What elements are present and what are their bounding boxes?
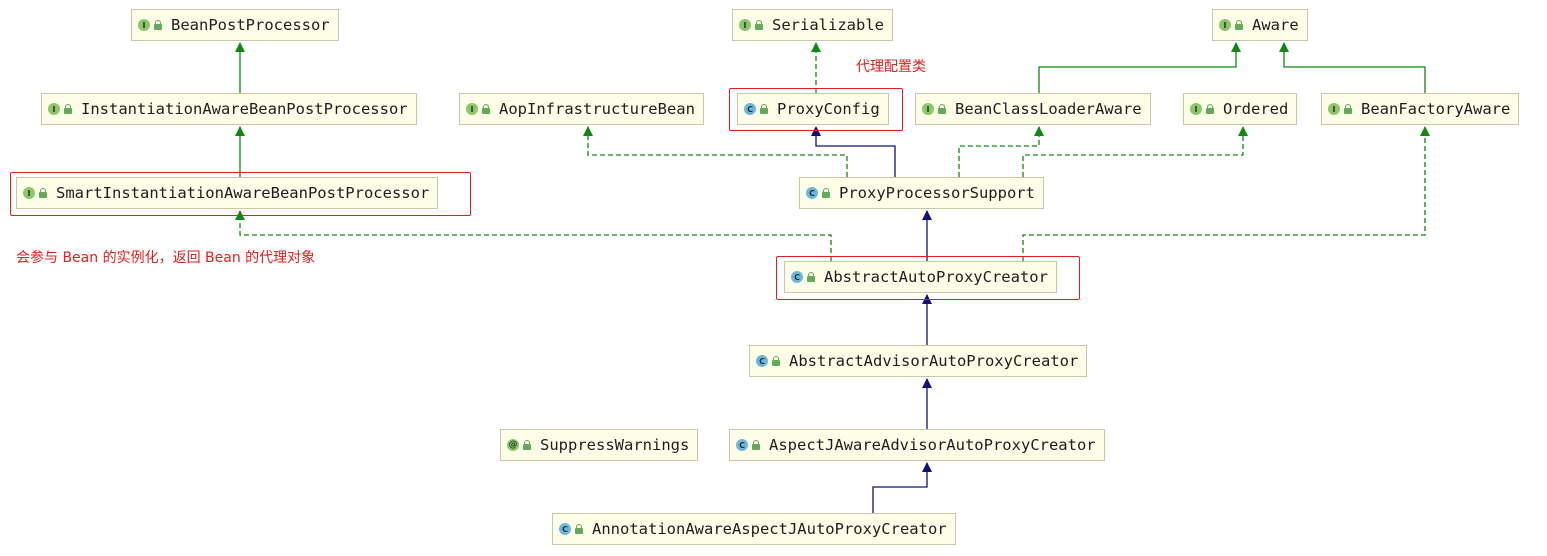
node-label: AopInfrastructureBean [499, 100, 695, 118]
edge-classloaderaware-to-aware [1038, 42, 1241, 93]
node-label: BeanClassLoaderAware [955, 100, 1142, 118]
node-annotation-aware-aspectj-auto-proxy-creator[interactable]: C AnnotationAwareAspectJAutoProxyCreator [552, 513, 956, 545]
proxy-config-note: 代理配置类 [856, 59, 926, 75]
node-aspectj-aware-advisor-auto-proxy-creator[interactable]: C AspectJAwareAdvisorAutoProxyCreator [729, 429, 1105, 461]
node-label: Aware [1252, 16, 1299, 34]
public-access-icon [771, 356, 781, 366]
edge-pps-to-classloaderaware [958, 126, 1044, 177]
class-icon: C [736, 439, 748, 451]
public-access-icon [481, 104, 491, 114]
edge-factoryaware-to-aware [1279, 42, 1426, 93]
node-label: InstantiationAwareBeanPostProcessor [81, 100, 408, 118]
node-label: Serializable [772, 16, 884, 34]
node-bean-post-processor[interactable]: I BeanPostProcessor [131, 9, 339, 41]
node-aop-infrastructure-bean[interactable]: I AopInfrastructureBean [459, 93, 704, 125]
interface-icon: I [739, 19, 751, 31]
node-label: AspectJAwareAdvisorAutoProxyCreator [769, 436, 1096, 454]
node-label: SuppressWarnings [540, 436, 690, 454]
node-proxy-processor-support[interactable]: C ProxyProcessorSupport [799, 177, 1044, 209]
interface-icon: I [48, 103, 60, 115]
public-access-icon [821, 188, 831, 198]
public-access-icon [574, 524, 584, 534]
public-access-icon [1343, 104, 1353, 114]
node-label: AbstractAdvisorAutoProxyCreator [789, 352, 1079, 370]
interface-icon: I [23, 187, 35, 199]
node-label: Ordered [1223, 100, 1289, 118]
node-serializable[interactable]: I Serializable [732, 9, 893, 41]
node-bean-factory-aware[interactable]: I BeanFactoryAware [1321, 93, 1520, 125]
abstract-class-icon: C [791, 271, 803, 283]
smart-instantiation-note: 会参与 Bean 的实例化，返回 Bean 的代理对象 [16, 250, 316, 266]
highlight-abstract-auto-proxy-creator [776, 256, 1080, 300]
interface-icon: I [1328, 103, 1340, 115]
public-access-icon [153, 20, 163, 30]
node-label: ProxyProcessorSupport [839, 184, 1035, 202]
node-aware[interactable]: I Aware [1212, 9, 1308, 41]
node-instantiation-aware-bean-post-processor[interactable]: I InstantiationAwareBeanPostProcessor [41, 93, 417, 125]
public-access-icon [754, 20, 764, 30]
interface-icon: I [922, 103, 934, 115]
interface-icon: I [1190, 103, 1202, 115]
public-access-icon [806, 272, 816, 282]
node-proxy-config[interactable]: C ProxyConfig [737, 93, 889, 125]
node-label: ProxyConfig [777, 100, 880, 118]
node-label: AbstractAutoProxyCreator [824, 268, 1048, 286]
highlight-smart-instantiation [10, 172, 471, 216]
edge-pps-to-proxyconfig [811, 126, 896, 177]
node-abstract-advisor-auto-proxy-creator[interactable]: C AbstractAdvisorAutoProxyCreator [749, 345, 1088, 377]
edge-pps-to-ordered [1022, 126, 1248, 177]
public-access-icon [1205, 104, 1215, 114]
node-bean-class-loader-aware[interactable]: I BeanClassLoaderAware [915, 93, 1151, 125]
node-label: SmartInstantiationAwareBeanPostProcessor [56, 184, 430, 202]
node-label: AnnotationAwareAspectJAutoProxyCreator [592, 520, 947, 538]
interface-icon: I [1219, 19, 1231, 31]
node-suppress-warnings[interactable]: @ SuppressWarnings [500, 429, 699, 461]
node-label: BeanPostProcessor [171, 16, 330, 34]
annotation-icon: @ [507, 439, 519, 451]
class-icon: C [744, 103, 756, 115]
public-access-icon [63, 104, 73, 114]
edge-pps-to-aopinfrastructure [583, 126, 848, 177]
public-access-icon [937, 104, 947, 114]
interface-icon: I [466, 103, 478, 115]
public-access-icon [1234, 20, 1244, 30]
edge-aapc-to-smart [235, 210, 832, 261]
node-ordered[interactable]: I Ordered [1183, 93, 1298, 125]
edge-annotation-to-aspectj [872, 462, 932, 513]
class-icon: C [559, 523, 571, 535]
node-label: BeanFactoryAware [1361, 100, 1511, 118]
public-access-icon [751, 440, 761, 450]
interface-icon: I [138, 19, 150, 31]
node-abstract-auto-proxy-creator[interactable]: C AbstractAutoProxyCreator [784, 261, 1057, 293]
abstract-class-icon: C [756, 355, 768, 367]
public-access-icon [759, 104, 769, 114]
public-access-icon [38, 188, 48, 198]
class-icon: C [806, 187, 818, 199]
highlight-proxy-config [729, 88, 903, 131]
node-smart-instantiation-aware-bean-post-processor[interactable]: I SmartInstantiationAwareBeanPostProcess… [16, 177, 439, 209]
public-access-icon [522, 440, 532, 450]
edge-aapc-to-factoryaware [1022, 126, 1430, 261]
